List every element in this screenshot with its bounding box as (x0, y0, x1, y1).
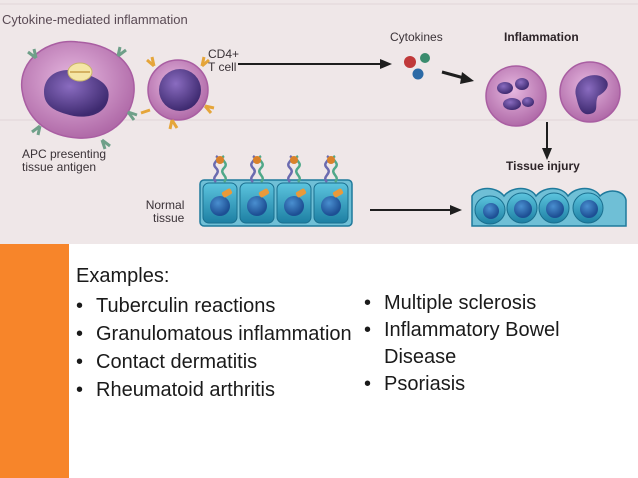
inflammation-macrophage (559, 61, 621, 123)
normal-tissue-line1: Normal (145, 198, 185, 212)
arrow-tcell-to-cytokines (238, 59, 392, 69)
inflammation-label: Inflammation (504, 30, 579, 44)
cytokine-molecules (404, 53, 430, 80)
list-item-text: Tuberculin reactions (96, 295, 276, 317)
bullet-icon: • (76, 351, 84, 373)
list-item-text-line2: Disease (384, 346, 457, 368)
list-item: • Rheumatoid arthritis (76, 376, 352, 404)
list-item: • Multiple sclerosis (364, 290, 560, 317)
list-item-text: Psoriasis (384, 373, 466, 395)
cytokines-label: Cytokines (390, 30, 443, 44)
list-item-text-line1: Inflammatory Bowel (384, 319, 560, 341)
list-item-text: Rheumatoid arthritis (96, 379, 275, 401)
tissue-injury-label: Tissue injury (506, 159, 580, 173)
bullet-icon: • (76, 295, 84, 317)
tissue-surface-receptors (213, 154, 338, 183)
bullet-icon: • (76, 379, 84, 401)
apc-label-line2: tissue antigen (22, 160, 97, 174)
cd4-label-line2: T cell (208, 60, 237, 74)
apc-mhc-receptors (27, 46, 138, 150)
list-item: • Granulomatous inflammation (76, 320, 352, 348)
list-item: • Psoriasis (364, 371, 560, 398)
left-bullet-list: • Tuberculin reactions • Granulomatous inf… (76, 292, 352, 404)
bullet-icon: • (364, 292, 372, 314)
orange-accent-bar (0, 244, 69, 478)
cd4-t-cell (147, 59, 209, 121)
cytokine-inflammation-figure: Cytokine-mediated inflammation CD4+ T ce… (0, 0, 638, 244)
arrow-inflammation-to-injury (542, 122, 552, 160)
apc-cell (21, 40, 135, 139)
inflammation-neutrophil (485, 65, 547, 127)
bullet-icon: • (364, 373, 372, 395)
figure-title: Cytokine-mediated inflammation (2, 12, 188, 27)
examples-heading: Examples: (76, 265, 170, 287)
cd4-label-line1: CD4+ (208, 47, 240, 61)
bullet-icon: • (76, 323, 84, 345)
normal-tissue-line2: tissue (153, 211, 185, 225)
arrow-cytokines-to-inflammation (441, 70, 474, 84)
cd4-t-cell-label: CD4+ T cell (208, 48, 239, 74)
normal-tissue-label: Normal tissue (145, 198, 185, 225)
list-item-text: Granulomatous inflammation (96, 323, 352, 345)
bullet-icon: • (364, 319, 372, 341)
list-item: • Contact dermatitis (76, 348, 352, 376)
injured-tissue (471, 187, 627, 227)
apc-label-line1: APC presenting (22, 147, 107, 161)
list-item-text: Multiple sclerosis (384, 292, 537, 314)
t-cell-receptors (140, 56, 215, 130)
normal-tissue (199, 179, 353, 227)
arrow-normal-to-injured (370, 205, 462, 215)
figure-illustration (0, 3, 638, 227)
apc-label: APC presenting tissue antigen (22, 148, 106, 174)
list-item: • Tuberculin reactions (76, 292, 352, 320)
list-item-text: Contact dermatitis (96, 351, 258, 373)
